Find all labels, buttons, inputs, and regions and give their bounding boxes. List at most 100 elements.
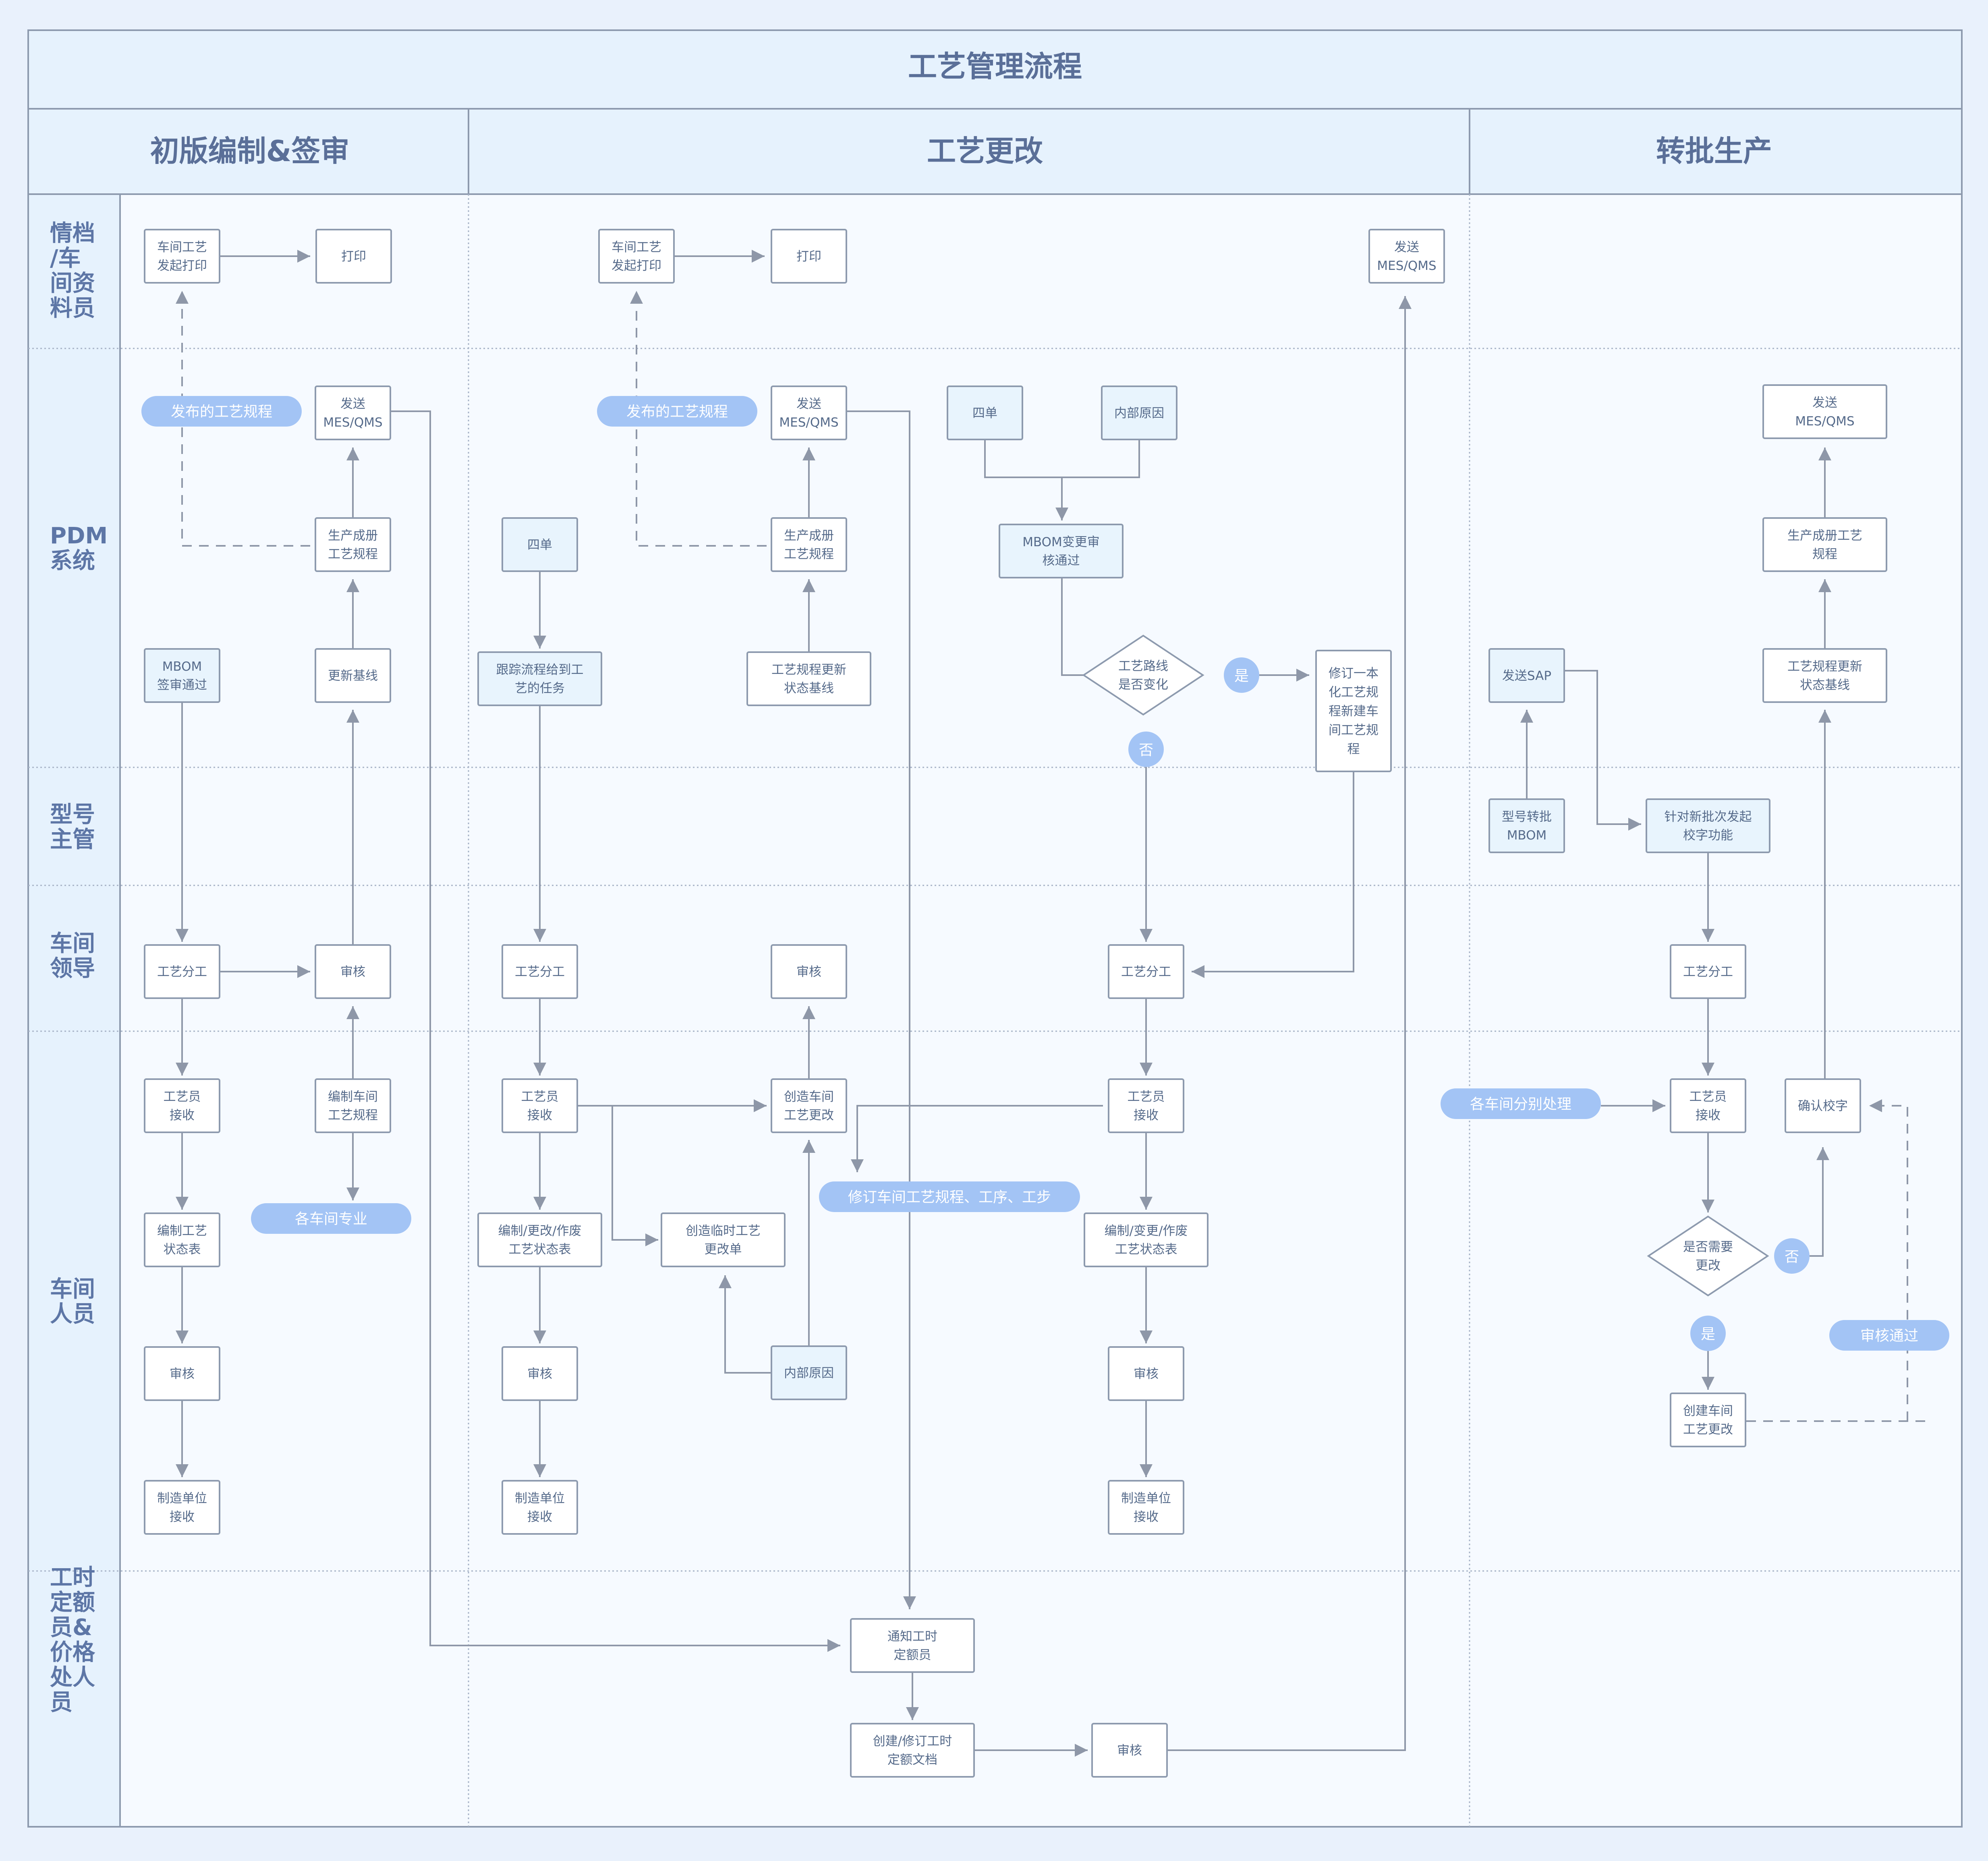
node-a13[interactable]: 制造单位接收 bbox=[144, 1480, 220, 1535]
node-box bbox=[771, 385, 847, 440]
node-label: 审核 bbox=[1134, 1367, 1159, 1381]
node-c6[interactable]: 修订一本化工艺规程新建车间工艺规程 bbox=[1315, 650, 1392, 772]
decision-c5[interactable]: 工艺路线是否变化 bbox=[1082, 634, 1204, 716]
node-b11[interactable]: 创造车间工艺更改 bbox=[771, 1078, 847, 1133]
node-label: 更新基线 bbox=[328, 669, 378, 683]
node-a9[interactable]: 工艺员接收 bbox=[144, 1078, 220, 1133]
node-label: 工艺分工 bbox=[157, 965, 207, 979]
node-box bbox=[771, 229, 847, 284]
node-c2[interactable]: 四单 bbox=[947, 385, 1023, 440]
node-box bbox=[1762, 648, 1887, 703]
node-c9[interactable]: 编制/变更/作废工艺状态表 bbox=[1084, 1212, 1209, 1267]
node-b7[interactable]: 工艺规程更新状态基线 bbox=[746, 651, 871, 706]
node-b14[interactable]: 内部原因 bbox=[771, 1345, 847, 1400]
decision-shape bbox=[1082, 634, 1204, 716]
answer-circle bbox=[1690, 1316, 1726, 1351]
node-c11[interactable]: 制造单位接收 bbox=[1108, 1480, 1184, 1535]
node-b10[interactable]: 工艺员接收 bbox=[502, 1078, 578, 1133]
node-a4[interactable]: 生产成册工艺规程 bbox=[315, 517, 391, 572]
node-box bbox=[1091, 1723, 1168, 1778]
node-a5[interactable]: 更新基线 bbox=[315, 648, 391, 703]
node-label: 工艺员接收 bbox=[521, 1090, 559, 1123]
node-d4[interactable]: 发送SAP bbox=[1488, 648, 1565, 703]
node-d8[interactable]: 工艺员接收 bbox=[1670, 1078, 1746, 1133]
node-box bbox=[1785, 1078, 1861, 1133]
node-box bbox=[477, 651, 602, 706]
node-b5[interactable]: 四单 bbox=[502, 517, 578, 572]
node-a12[interactable]: 审核 bbox=[144, 1346, 220, 1401]
node-e3[interactable]: 审核 bbox=[1091, 1723, 1168, 1778]
node-box bbox=[144, 1078, 220, 1133]
node-label: 工艺分工 bbox=[515, 965, 565, 979]
node-b13[interactable]: 创造临时工艺更改单 bbox=[661, 1212, 786, 1267]
node-label: 通知工时定额员 bbox=[887, 1629, 937, 1662]
node-a2[interactable]: 打印 bbox=[315, 229, 392, 284]
node-e1[interactable]: 通知工时定额员 bbox=[850, 1618, 975, 1673]
node-a11[interactable]: 编制工艺状态表 bbox=[144, 1212, 220, 1267]
decision-d10[interactable]: 是否需要更改 bbox=[1647, 1215, 1769, 1297]
node-box bbox=[315, 944, 391, 999]
node-box bbox=[1488, 648, 1565, 703]
node-label: 创建/修订工时定额文档 bbox=[873, 1734, 952, 1767]
node-box bbox=[144, 648, 220, 703]
node-label: 生产成册工艺规程 bbox=[328, 528, 378, 562]
node-b4[interactable]: 生产成册工艺规程 bbox=[771, 517, 847, 572]
node-c8[interactable]: 工艺员接收 bbox=[1108, 1078, 1184, 1133]
node-c10[interactable]: 审核 bbox=[1108, 1346, 1184, 1401]
answer-label: 是 bbox=[1234, 668, 1249, 684]
node-box bbox=[315, 517, 391, 572]
node-a8[interactable]: 审核 bbox=[315, 944, 391, 999]
node-box bbox=[502, 1078, 578, 1133]
node-label: 工艺员接收 bbox=[1689, 1090, 1727, 1123]
node-label: 编制/变更/作废工艺状态表 bbox=[1105, 1224, 1188, 1257]
node-label: 内部原因 bbox=[784, 1366, 834, 1380]
node-b12[interactable]: 编制/更改/作废工艺状态表 bbox=[477, 1212, 602, 1267]
connector bbox=[1869, 1099, 1908, 1421]
node-c3[interactable]: 内部原因 bbox=[1101, 385, 1177, 440]
node-d3[interactable]: 工艺规程更新状态基线 bbox=[1762, 648, 1887, 703]
node-b8[interactable]: 工艺分工 bbox=[502, 944, 578, 999]
node-box bbox=[661, 1212, 786, 1267]
answer-c2: 否 bbox=[1128, 732, 1164, 767]
node-d7[interactable]: 工艺分工 bbox=[1670, 944, 1746, 999]
node-box bbox=[1108, 1480, 1184, 1535]
node-e2[interactable]: 创建/修订工时定额文档 bbox=[850, 1723, 975, 1778]
phase-header-bar bbox=[27, 108, 1963, 195]
node-c4[interactable]: MBOM变更审核通过 bbox=[999, 524, 1124, 578]
node-a7[interactable]: 工艺分工 bbox=[144, 944, 220, 999]
node-d11[interactable]: 创建车间工艺更改 bbox=[1670, 1393, 1746, 1447]
node-b2[interactable]: 打印 bbox=[771, 229, 847, 284]
pill-p4: 修订车间工艺规程、工序、工步 bbox=[819, 1181, 1080, 1212]
node-a1[interactable]: 车间工艺发起打印 bbox=[144, 229, 220, 284]
node-b15[interactable]: 审核 bbox=[502, 1346, 578, 1401]
node-label: 编制工艺状态表 bbox=[157, 1224, 207, 1257]
node-c7[interactable]: 工艺分工 bbox=[1108, 944, 1184, 999]
connector bbox=[851, 1105, 1103, 1172]
lane-label-l4: 车间领导 bbox=[50, 930, 95, 982]
lane-label-l1: 情档/车间资料员 bbox=[50, 220, 95, 321]
node-b9[interactable]: 审核 bbox=[771, 944, 847, 999]
lane-label-l6: 工时定额员&价格处人员 bbox=[50, 1565, 95, 1716]
connector bbox=[1564, 670, 1641, 831]
node-label: 生产成册工艺规程 bbox=[784, 528, 834, 562]
node-b1[interactable]: 车间工艺发起打印 bbox=[598, 229, 675, 284]
node-d2[interactable]: 生产成册工艺规程 bbox=[1762, 517, 1887, 572]
node-d9[interactable]: 确认校字 bbox=[1785, 1078, 1861, 1133]
connector bbox=[719, 1275, 771, 1374]
answer-circle bbox=[1774, 1238, 1810, 1274]
node-b6[interactable]: 跟踪流程给到工艺的任务 bbox=[477, 651, 602, 706]
node-a10[interactable]: 编制车间工艺规程 bbox=[315, 1078, 391, 1133]
node-d6[interactable]: 针对新批次发起校字功能 bbox=[1646, 798, 1770, 853]
pill-p6: 审核通过 bbox=[1829, 1320, 1949, 1351]
node-b16[interactable]: 制造单位接收 bbox=[502, 1480, 578, 1535]
